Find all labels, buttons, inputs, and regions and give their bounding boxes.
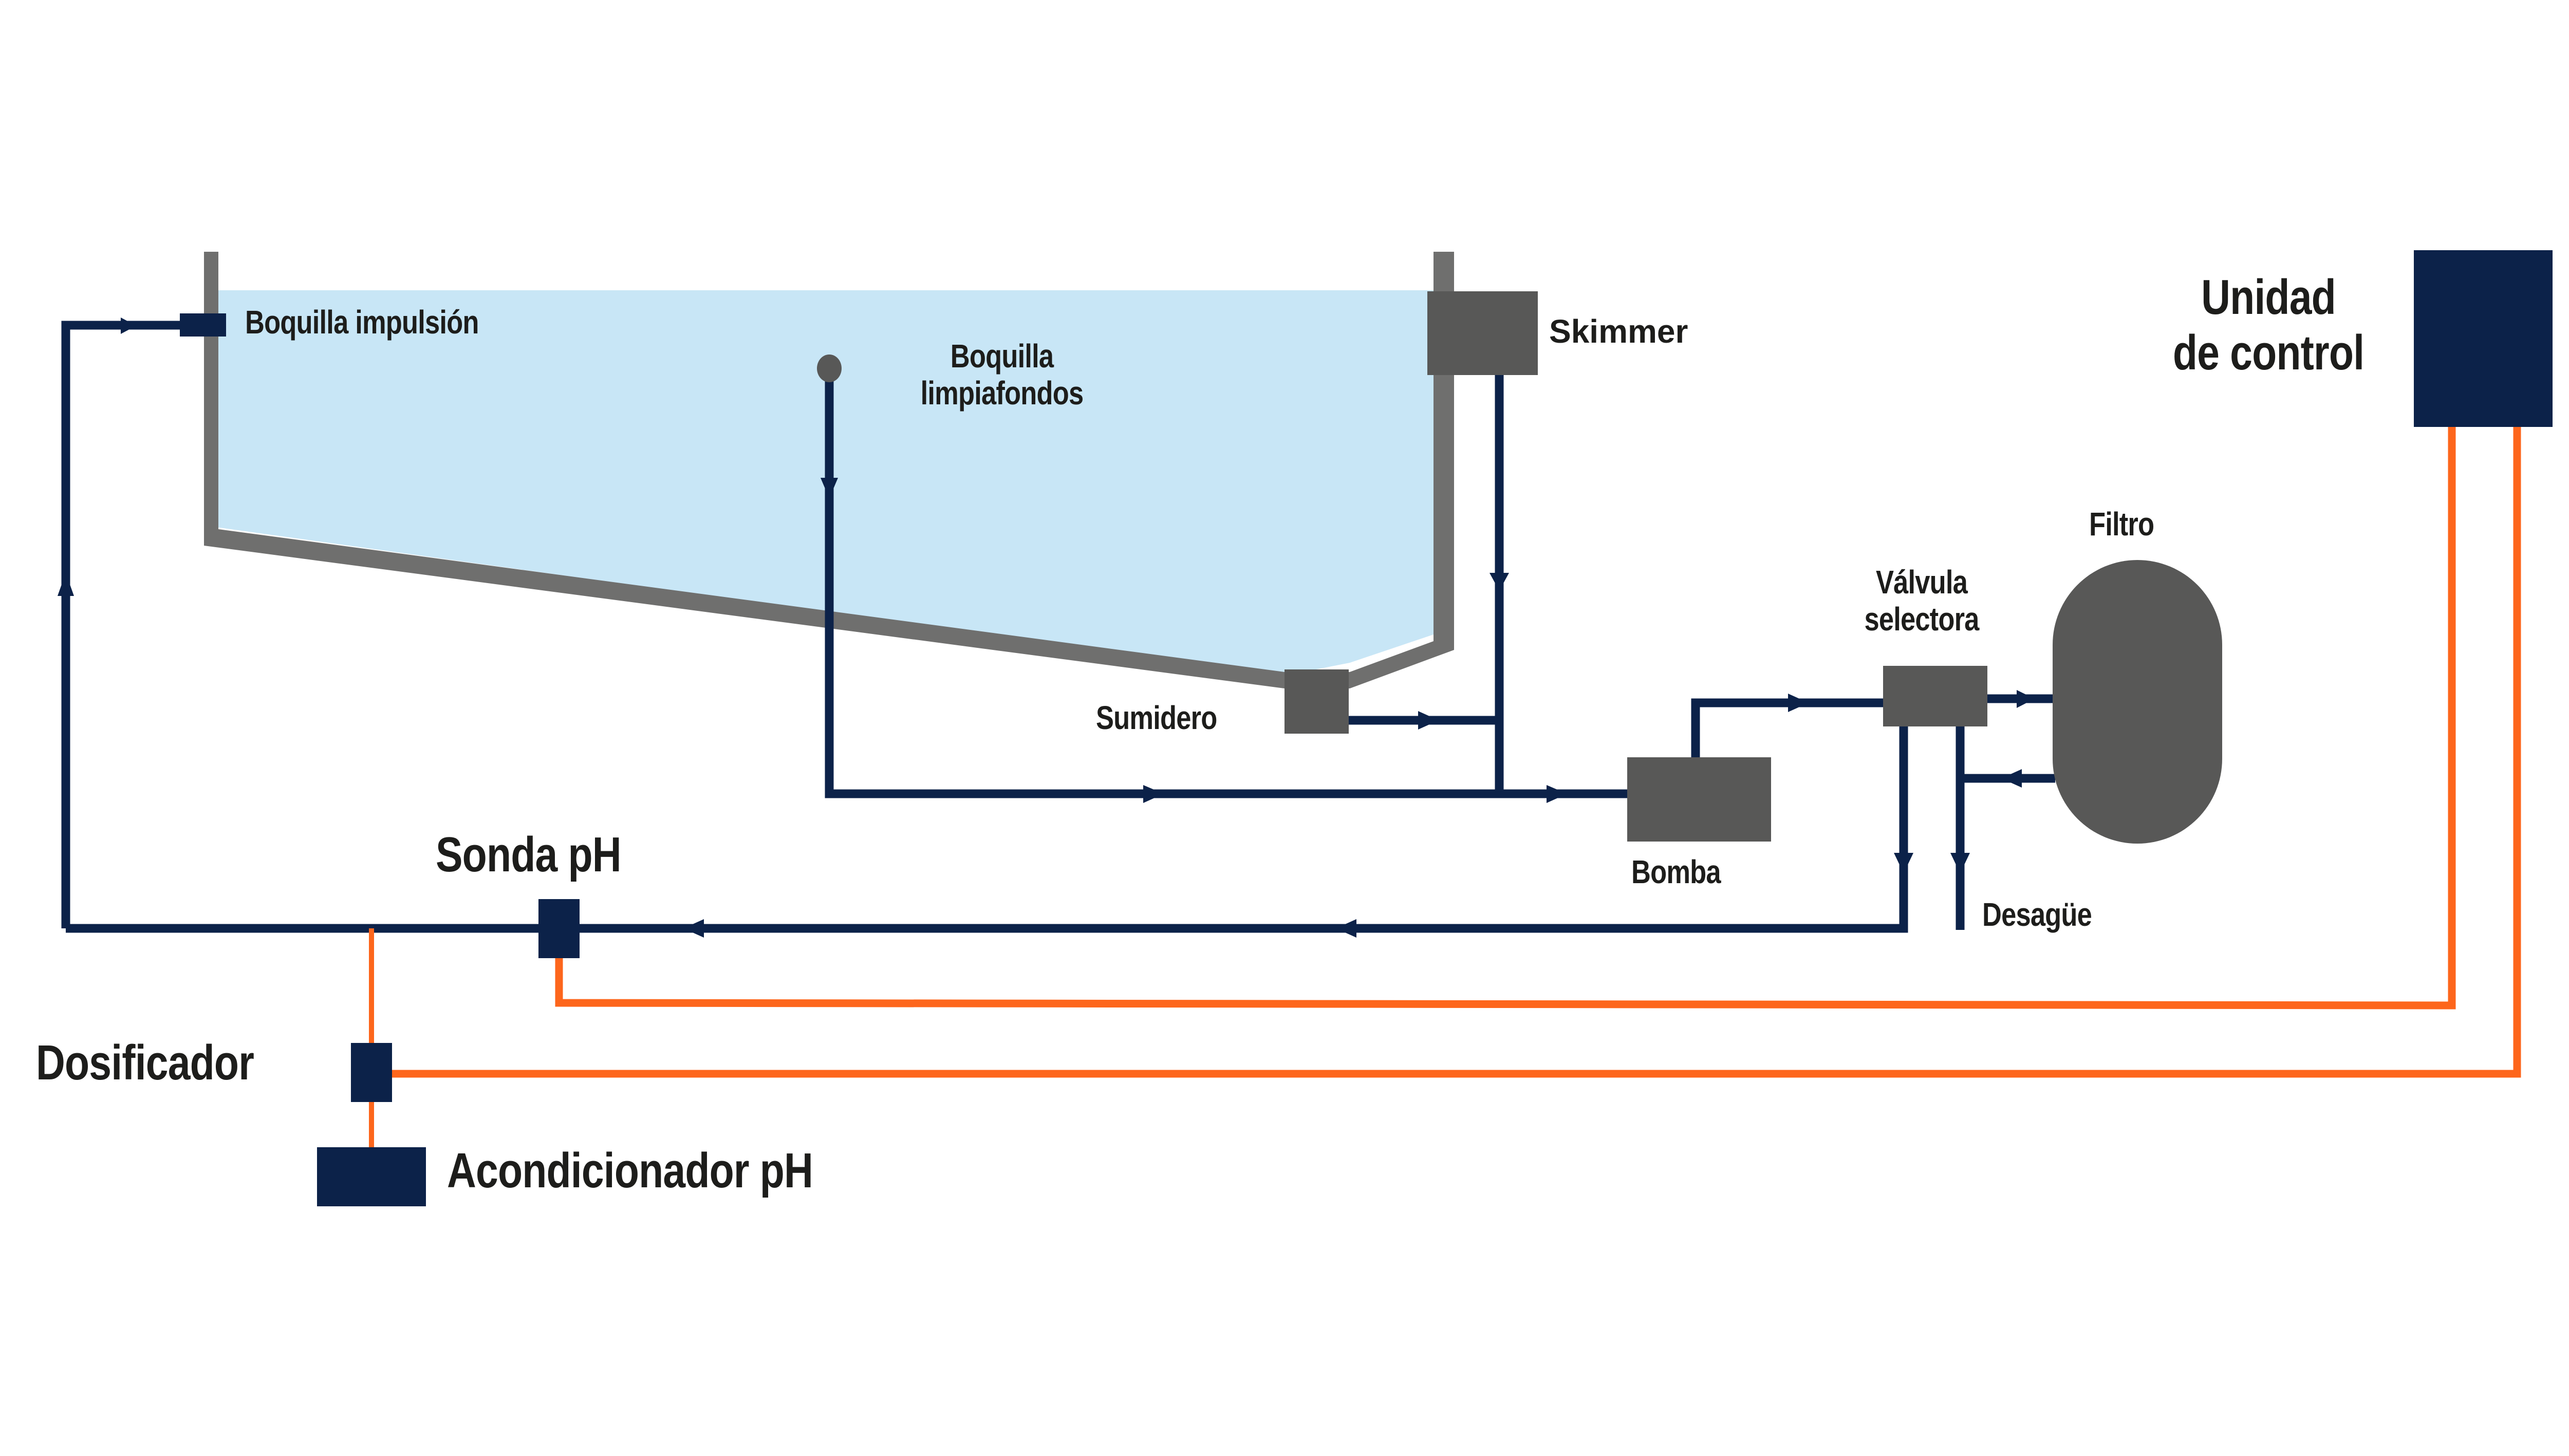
arrow-right-icon [1547,785,1567,803]
label-unidad-line1: Unidad [2201,270,2336,325]
label-unidad-line2: de control [2172,325,2365,380]
arrow-right-icon [1143,785,1164,803]
arrow-down-icon [821,478,838,498]
valvula-selectora-block[interactable] [1883,666,1987,726]
label-dosificador: Dosificador [36,1035,254,1090]
label-desague: Desagüe [1982,896,2092,933]
bomba-block[interactable] [1627,757,1771,842]
arrow-left-icon [683,919,704,938]
sonda-ph-block[interactable] [538,899,580,958]
label-sonda-ph: Sonda pH [436,827,622,882]
label-skimmer: Skimmer [1549,313,1688,350]
arrow-down-icon [1490,573,1509,591]
label-boquilla-limpiafondos: Boquilla limpiafondos [892,338,1111,412]
arrow-right-icon [1788,694,1809,712]
pipe-limpiafondos [825,370,1627,798]
label-bomba: Bomba [1631,853,1721,890]
boquilla-limpiafondos-dot[interactable] [817,354,842,382]
unidad-control-block[interactable] [2414,250,2553,427]
pipe-return-to-nozzle [61,321,182,928]
pipe-pump-to-valve [1691,698,1883,757]
label-valvula-line2: selectora [1864,600,1979,638]
arrow-down-icon [1894,853,1913,873]
arrow-left-icon [2001,769,2022,788]
filtro-tank[interactable] [2053,560,2222,844]
flow-arrows [58,318,2035,938]
skimmer-block[interactable] [1427,291,1538,375]
arrow-right-icon [1418,711,1439,730]
arrow-right-icon [2017,690,2035,708]
boquilla-impulsion-block[interactable] [180,313,226,337]
acondicionador-ph-tank[interactable] [317,1147,426,1206]
electric-lines [369,427,2521,1151]
label-unidad-control: Unidad de control [2121,270,2416,380]
arrow-up-icon [58,573,74,596]
label-sumidero: Sumidero [1096,699,1217,736]
arrow-left-icon [1336,919,1356,938]
wire-sonda-to-control [555,427,2456,1010]
sumidero-block[interactable] [1284,669,1349,734]
pipe-return-line [66,726,1908,933]
arrow-down-icon [1950,853,1970,873]
label-boquilla-limpiafondos-line1: Boquilla [950,338,1054,375]
dosificador-block[interactable] [351,1043,392,1102]
label-acondicionador-ph: Acondicionador pH [447,1143,813,1198]
pool-wall [204,252,1454,688]
label-boquilla-impulsion: Boquilla impulsión [245,304,479,341]
label-valvula-selectora: Válvula selectora [1837,564,2006,638]
label-boquilla-limpiafondos-line2: limpiafondos [920,374,1084,412]
wire-control-to-dosificador [385,427,2521,1078]
label-filtro: Filtro [2089,506,2154,543]
label-valvula-line1: Válvula [1875,564,1968,601]
arrow-right-icon [121,318,136,334]
